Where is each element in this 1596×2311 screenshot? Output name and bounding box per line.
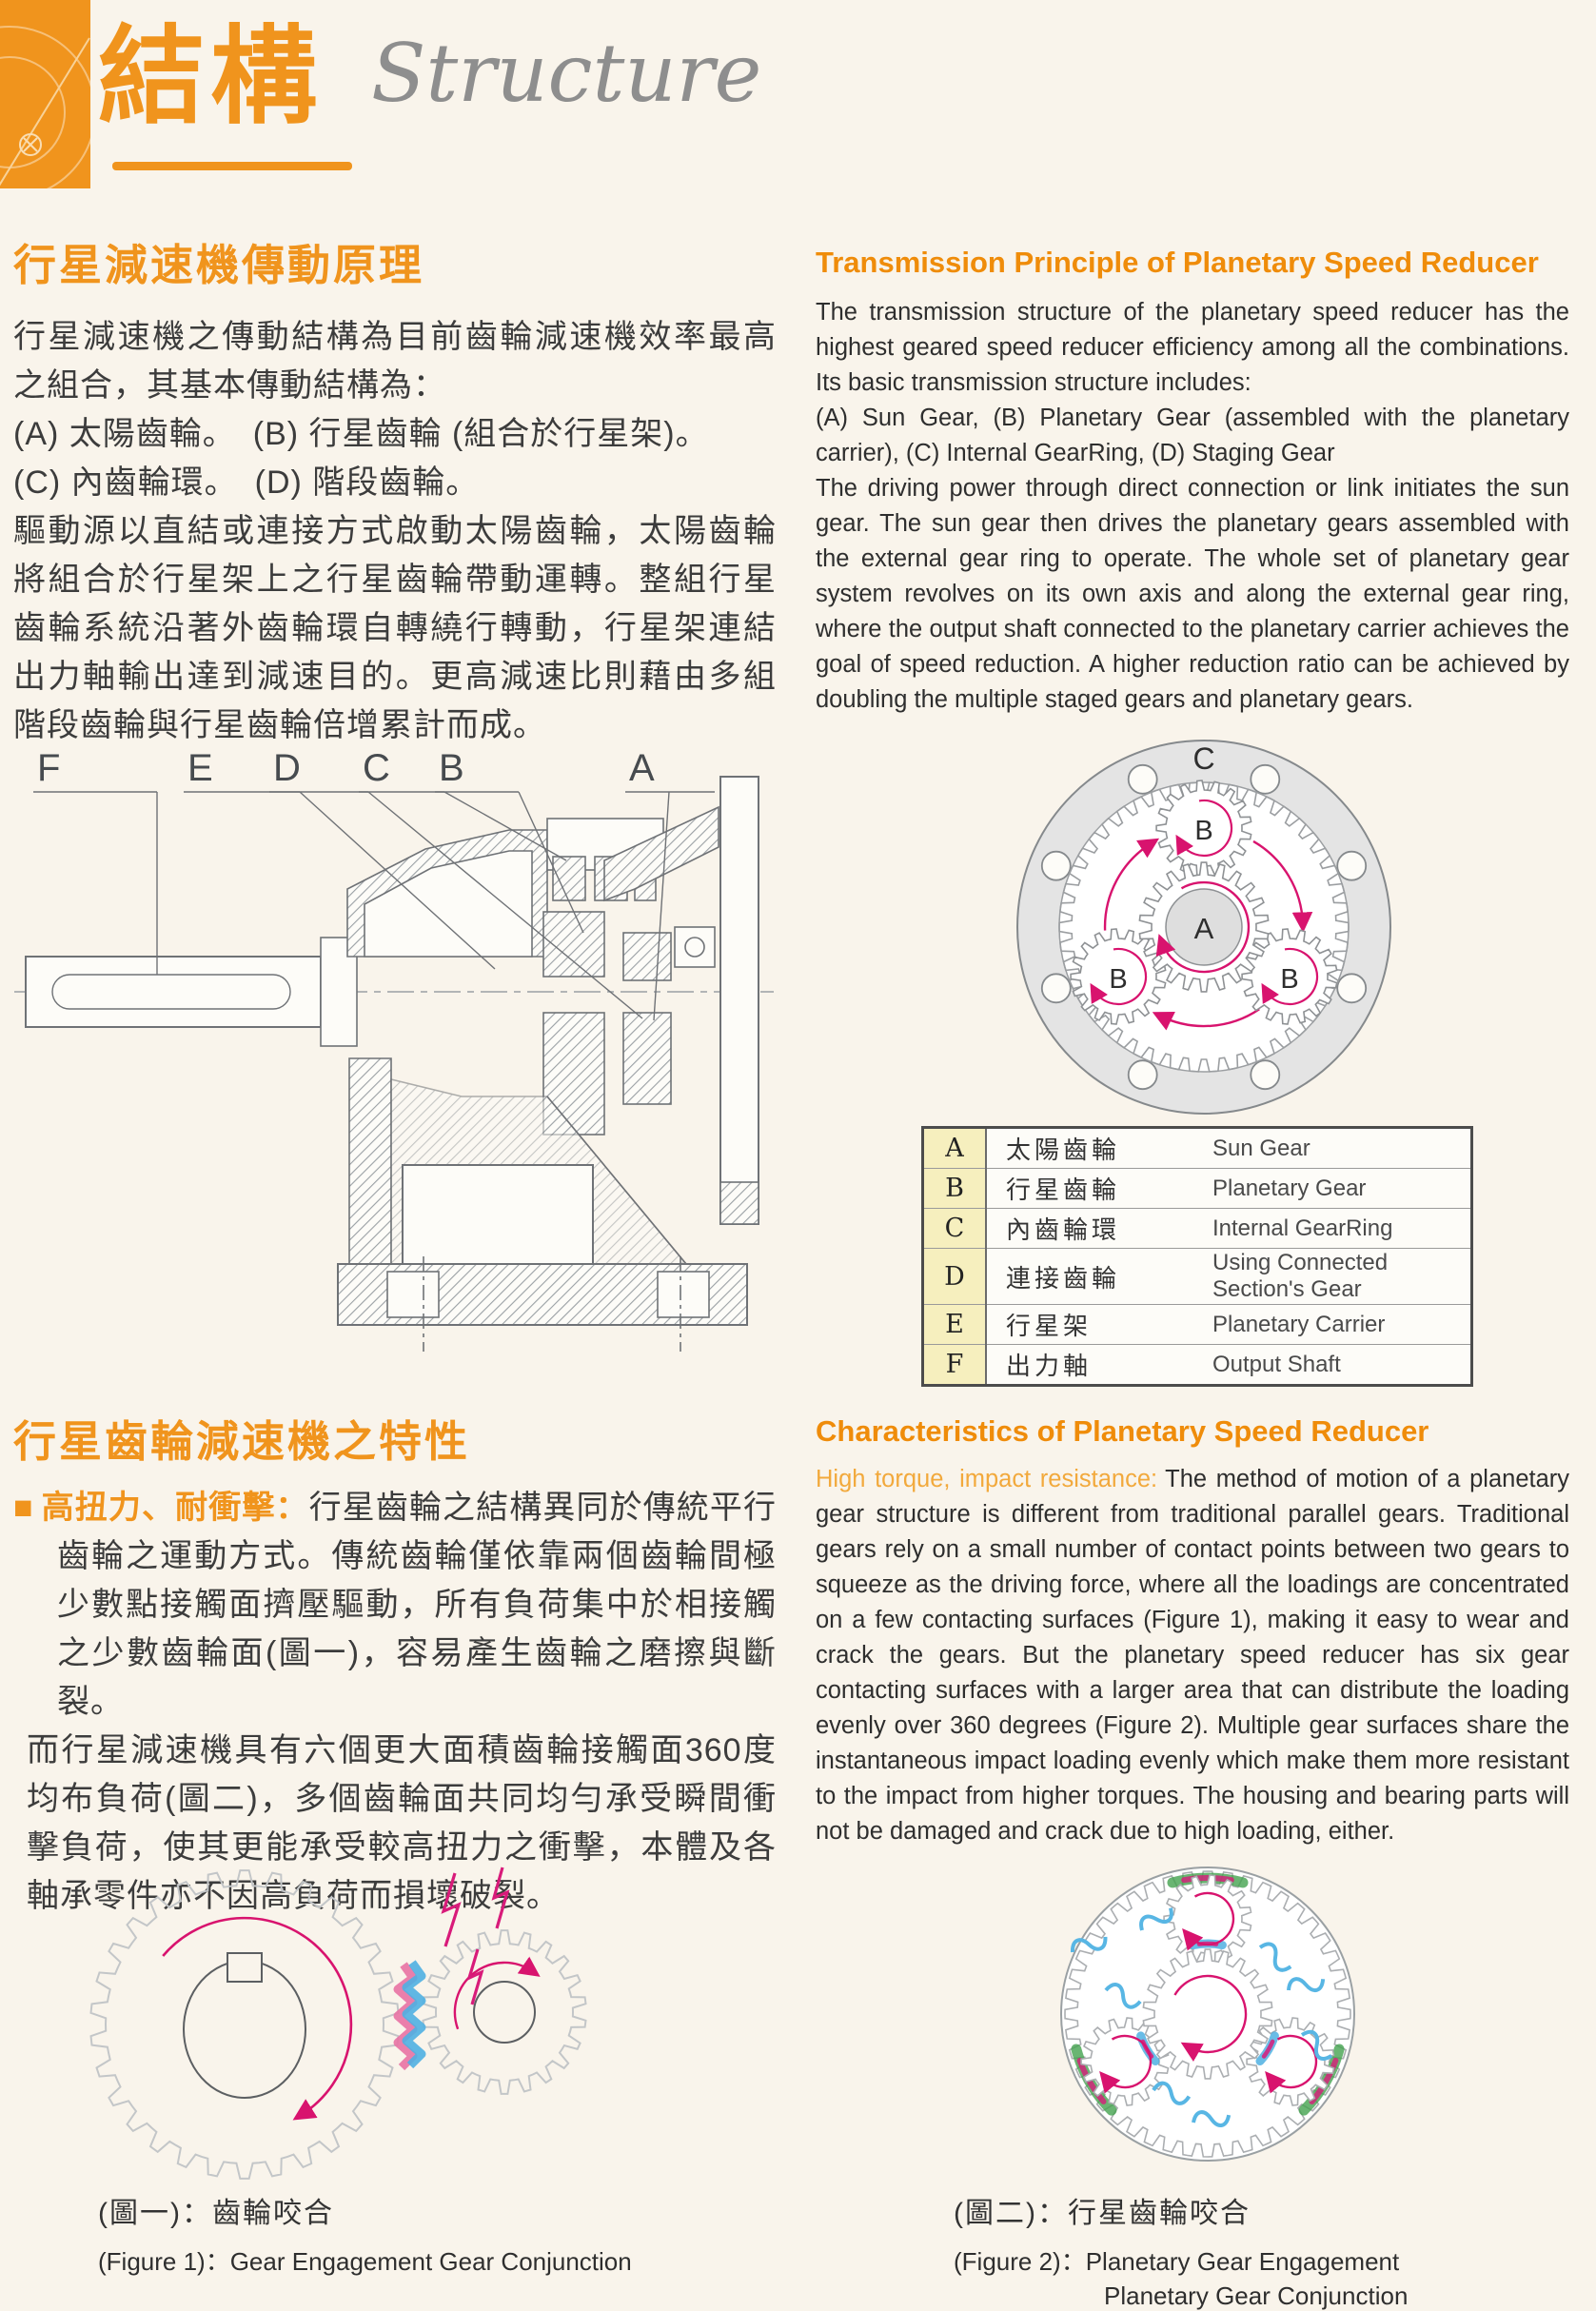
row-key: B (922, 1168, 987, 1209)
row-zh: 內齒輪環 (986, 1208, 1209, 1249)
machine-outline (14, 776, 774, 1352)
sun-hub (1165, 888, 1243, 966)
paragraph-text: The method of motion of a planetary gear… (816, 1466, 1570, 1845)
figure1-caption: (圖一)：齒輪咬合 (Figure 1)：Gear Engagement Gea… (98, 2189, 632, 2278)
table-row: A 太陽齒輪 Sun Gear (922, 1127, 1472, 1169)
caption-zh: (圖一)：齒輪咬合 (98, 2198, 334, 2229)
table-row: B 行星齒輪 Planetary Gear (922, 1168, 1472, 1209)
section-characteristics-zh: 行星齒輪減速機之特性 ■高扭力、耐衝擊：行星齒輪之結構異同於傳統平行齒輪之運動方… (13, 1407, 777, 1921)
figure2-caption: (圖二)：行星齒輪咬合 (Figure 2)：Planetary Gear En… (954, 2189, 1408, 2311)
label-D: D (273, 747, 301, 789)
leader-lines (33, 791, 715, 1021)
planet-label: B (1194, 816, 1212, 846)
table-row: D 連接齒輪 Using Connected Section's Gear (922, 1248, 1472, 1305)
lead-en: High torque, impact resistance: (816, 1466, 1158, 1492)
section-title-zh: 行星齒輪減速機之特性 (13, 1417, 471, 1466)
section-title-zh: 行星減速機傳動原理 (13, 241, 425, 289)
large-gear (89, 1869, 400, 2180)
row-key: F (922, 1344, 987, 1386)
planet-label: B (1109, 964, 1127, 995)
row-key: A (922, 1127, 987, 1169)
cross-section-diagram: F E D C B A (14, 747, 774, 1352)
section-characteristics-en: Characteristics of Planetary Speed Reduc… (816, 1414, 1569, 1849)
paragraph: (A) 太陽齒輪。 (B) 行星齒輪 (組合於行星架)。 (13, 416, 709, 452)
row-en: Planetary Carrier (1209, 1304, 1472, 1345)
table-row: C 內齒輪環 Internal GearRing (922, 1208, 1472, 1249)
paragraph: (A) Sun Gear, (B) Planetary Gear (assemb… (816, 405, 1569, 466)
title-underline (112, 162, 352, 170)
caption-zh: (圖二)：行星齒輪咬合 (954, 2198, 1251, 2229)
row-zh: 行星架 (986, 1304, 1209, 1345)
section-transmission-en: Transmission Principle of Planetary Spee… (816, 246, 1569, 718)
table-row: F 出力軸 Output Shaft (922, 1344, 1472, 1386)
label-C: C (363, 747, 390, 789)
caption-en-line2: Planetary Gear Conjunction (1104, 2281, 1409, 2310)
planetary-schematic: C A B B B (1016, 740, 1391, 1115)
row-en: Planetary Gear (1209, 1168, 1472, 1209)
section-title-en: Transmission Principle of Planetary Spee… (816, 246, 1539, 279)
planet-gears (1070, 780, 1338, 1025)
row-en: Sun Gear (1212, 1135, 1310, 1161)
part-labels: F E D C B A (37, 747, 655, 789)
paragraph: The transmission structure of the planet… (816, 299, 1569, 396)
paragraph: 而行星減速機具有六個更大面積齒輪接觸面360度均布負荷(圖二)，多個齒輪面共同均… (27, 1732, 777, 1914)
orbit-arrows (1103, 838, 1313, 1031)
ring-gear-teeth (1058, 781, 1350, 1073)
ring-label: C (1192, 741, 1214, 776)
paragraph: 行星減速機之傳動結構為目前齒輪減速機效率最高之組合，其基本傳動結構為： (13, 319, 777, 404)
row-zh: 太陽齒輪 (1006, 1136, 1121, 1165)
row-zh: 行星齒輪 (986, 1168, 1209, 1209)
paragraph-text: 行星齒輪之結構異同於傳統平行齒輪之運動方式。傳統齒輪僅依靠兩個齒輪間極少數點接觸… (57, 1490, 778, 1720)
page-title-en: Structure (371, 27, 762, 120)
ring-gear-teeth (1064, 1870, 1351, 2158)
small-gear-rotation-arrow (453, 1956, 541, 2030)
paragraph: The driving power through direct connect… (816, 475, 1569, 713)
large-gear-rotation-arrow (162, 1916, 353, 2121)
row-en: Internal GearRing (1209, 1208, 1472, 1249)
impact-lightning-icon (441, 1867, 510, 2005)
section-title-en: Characteristics of Planetary Speed Reduc… (816, 1414, 1429, 1448)
caption-en: (Figure 1)：Gear Engagement Gear Conjunct… (98, 2247, 632, 2276)
page-title-zh: 結構 (98, 17, 323, 136)
sun-gear (1142, 1948, 1273, 2080)
bolt-holes (1040, 763, 1368, 1091)
planet-label: B (1280, 964, 1298, 995)
sun-label: A (1194, 912, 1214, 945)
corner-ornament (0, 0, 90, 188)
figure1-gear-engagement (89, 1867, 587, 2180)
row-en: Output Shaft (1209, 1344, 1472, 1386)
label-A: A (629, 747, 655, 789)
small-gear (422, 1929, 587, 2095)
label-F: F (37, 747, 60, 789)
table-row: E 行星架 Planetary Carrier (922, 1304, 1472, 1345)
parts-table: A 太陽齒輪 Sun Gear B 行星齒輪 Planetary Gear C … (921, 1126, 1473, 1387)
row-zh: 連接齒輪 (986, 1248, 1209, 1305)
section-transmission-zh: 行星減速機傳動原理 行星減速機之傳動結構為目前齒輪減速機效率最高之組合，其基本傳… (13, 230, 777, 750)
paragraph: (C) 內齒輪環。 (D) 階段齒輪。 (13, 464, 480, 501)
row-key: C (922, 1208, 987, 1249)
paragraph: 驅動源以直結或連接方式啟動太陽齒輪，太陽齒輪將組合於行星架上之行星齒輪帶動運轉。… (13, 513, 777, 743)
paragraph: ■高扭力、耐衝擊：行星齒輪之結構異同於傳統平行齒輪之運動方式。傳統齒輪僅依靠兩個… (13, 1484, 777, 1727)
row-zh: 出力軸 (986, 1344, 1209, 1386)
contact-highlight (393, 1960, 426, 2071)
rotation-arrows (1099, 1891, 1318, 2094)
lead-zh: 高扭力、耐衝擊： (41, 1490, 309, 1526)
small-gear-bore (473, 1981, 536, 2044)
keyway (227, 1952, 263, 1983)
row-key: E (922, 1304, 987, 1345)
row-en: Using Connected Section's Gear (1209, 1248, 1472, 1305)
label-E: E (187, 747, 213, 789)
figure2-planetary-engagement (1060, 1867, 1355, 2162)
row-key: D (922, 1248, 987, 1305)
paragraph: High torque, impact resistance:The metho… (816, 1462, 1569, 1849)
label-B: B (439, 747, 464, 789)
square-bullet-icon: ■ (13, 1490, 34, 1526)
caption-en: (Figure 2)：Planetary Gear Engagement (954, 2247, 1400, 2276)
sun-rotation-arrow (1155, 880, 1251, 974)
